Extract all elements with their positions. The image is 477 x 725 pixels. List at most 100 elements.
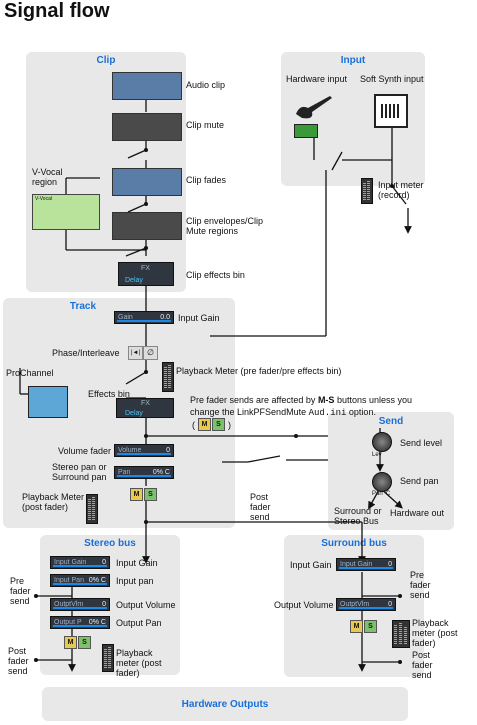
- sur-gain-value: 0: [388, 561, 392, 568]
- track-solo-button[interactable]: S: [144, 488, 157, 501]
- sur-gain-ctl-label: Input Gain: [340, 561, 373, 568]
- vvocal-label: V-Vocal region: [32, 167, 63, 187]
- volume-value: 0: [166, 447, 170, 454]
- sb-meter-label: Playback meter (post fader): [116, 648, 162, 678]
- sb-input-gain-label: Input Gain: [116, 558, 158, 568]
- track-pan[interactable]: Pan 0% C: [114, 466, 174, 479]
- send-level-label: Send level: [400, 438, 443, 448]
- page-title: Signal flow: [4, 0, 110, 22]
- track-gain-ctl-label: Gain: [118, 314, 133, 321]
- sb-meter: [102, 644, 114, 672]
- sur-meter-label: Playback meter (post fader): [412, 618, 458, 648]
- sb-opan-value: 0% C: [88, 619, 106, 626]
- clip-title: Clip: [96, 55, 116, 66]
- send-level-knob[interactable]: [372, 432, 392, 452]
- clip-mute-label: Clip mute: [186, 120, 225, 130]
- send-pan-knob-value: C: [386, 491, 391, 497]
- send-title: Send: [378, 416, 404, 427]
- clip-fx-item[interactable]: Delay: [125, 277, 143, 284]
- note-bold: M-S: [317, 395, 335, 405]
- hardware-outputs-panel: [42, 687, 408, 721]
- note-solo-button: S: [212, 418, 225, 431]
- input-meter-label: Input meter (record): [378, 180, 424, 200]
- guitar-icon: [292, 92, 336, 120]
- note-line1b: buttons unless you: [336, 395, 413, 405]
- effects-bin-label: Effects bin: [88, 389, 130, 399]
- surround-bus-title: Surround bus: [321, 538, 387, 549]
- sb-solo-button[interactable]: S: [78, 636, 91, 649]
- clip-envelopes-label: Clip envelopes/Clip Mute regions: [186, 216, 264, 236]
- sb-pan-value: 0% C: [88, 577, 106, 584]
- input-meter: [361, 178, 373, 204]
- hardware-input-label: Hardware input: [286, 74, 348, 84]
- sur-pre-fader-label: Pre fader send: [410, 570, 431, 600]
- track-volume-fader[interactable]: Volume 0: [114, 444, 174, 457]
- note-line2b: option.: [348, 407, 376, 417]
- pan-ctl-label: Pan: [118, 469, 131, 476]
- sb-opan-ctl-label: Output P: [54, 619, 82, 626]
- note-line1: Pre fader sends are affected by: [190, 395, 316, 405]
- track-mute-button[interactable]: M: [130, 488, 143, 501]
- vvocal-waveform: V-Vocal: [32, 194, 100, 230]
- track-fx-item[interactable]: Delay: [125, 410, 143, 417]
- sur-post-fader-label: Post fader send: [412, 650, 433, 680]
- sur-input-gain-label: Input Gain: [290, 560, 332, 570]
- pb-meter-post-label: Playback Meter (post fader): [22, 492, 85, 512]
- send-panel: [328, 412, 454, 530]
- keyboard-icon: [374, 94, 408, 128]
- soft-synth-label: Soft Synth input: [360, 74, 424, 84]
- track-input-gain-label: Input Gain: [178, 313, 220, 323]
- track-effects-bin[interactable]: FX Delay: [116, 398, 174, 418]
- phase-label: Phase/Interleave: [52, 348, 120, 358]
- sur-mute-button[interactable]: M: [350, 620, 363, 633]
- clip-fades-waveform: [112, 168, 182, 196]
- track-title: Track: [69, 301, 97, 312]
- sb-gain-ctl-label: Input Gain: [54, 559, 87, 566]
- stereo-bus-output-pan[interactable]: Output P 0% C: [50, 616, 110, 629]
- volume-fader-label: Volume fader: [58, 446, 112, 456]
- hardware-outputs-label: Hardware Outputs: [181, 699, 269, 710]
- volume-ctl-label: Volume: [118, 447, 142, 454]
- clip-envelopes-waveform: [112, 212, 182, 240]
- phase-button[interactable]: ∅: [143, 346, 158, 360]
- send-pan-knob-label: Pan: [372, 491, 383, 497]
- interleave-button[interactable]: |◄|: [128, 346, 143, 360]
- sur-solo-button[interactable]: S: [364, 620, 377, 633]
- stereo-bus-title: Stereo bus: [84, 538, 136, 549]
- post-fader-send-label: Post fader send: [250, 492, 271, 522]
- track-gain-value: 0.0: [160, 314, 170, 321]
- sb-pre-fader-label: Pre fader send: [10, 576, 31, 606]
- stereo-bus-input-gain[interactable]: Input Gain 0: [50, 556, 110, 569]
- sb-output-pan-label: Output Pan: [116, 618, 162, 628]
- sur-meter: [392, 620, 410, 648]
- clip-effects-bin[interactable]: FX Delay: [118, 262, 174, 286]
- sb-input-pan-label: Input pan: [116, 576, 154, 586]
- clip-effects-bin-label: Clip effects bin: [186, 270, 245, 280]
- input-title: Input: [340, 55, 366, 66]
- note-close-paren: ): [228, 420, 231, 430]
- audio-interface-icon: [294, 124, 318, 138]
- sb-vol-ctl-label: OutptVlm: [54, 601, 84, 608]
- sur-vol-ctl-label: OutptVlm: [340, 601, 370, 608]
- note-line2: change the LinkPFSendMute: [190, 407, 307, 417]
- clip-mute-waveform: [112, 113, 182, 141]
- clip-fades-label: Clip fades: [186, 175, 227, 185]
- pb-meter-pre: [162, 362, 174, 392]
- send-surround-label: Surround or Stereo Bus: [334, 506, 382, 526]
- prochannel-module[interactable]: [28, 386, 68, 418]
- audio-clip-waveform: [112, 72, 182, 100]
- surround-bus-input-gain[interactable]: Input Gain 0: [336, 558, 396, 571]
- audio-clip-label: Audio clip: [186, 80, 226, 90]
- note-mute-button: M: [198, 418, 211, 431]
- send-pan-label: Send pan: [400, 476, 439, 486]
- send-pan-knob[interactable]: [372, 472, 392, 492]
- sb-gain-value: 0: [102, 559, 106, 566]
- track-input-gain[interactable]: Gain 0.0: [114, 311, 174, 324]
- send-hardware-out-label: Hardware out: [390, 508, 445, 518]
- sb-mute-button[interactable]: M: [64, 636, 77, 649]
- sur-output-volume-label: Output Volume: [274, 600, 334, 610]
